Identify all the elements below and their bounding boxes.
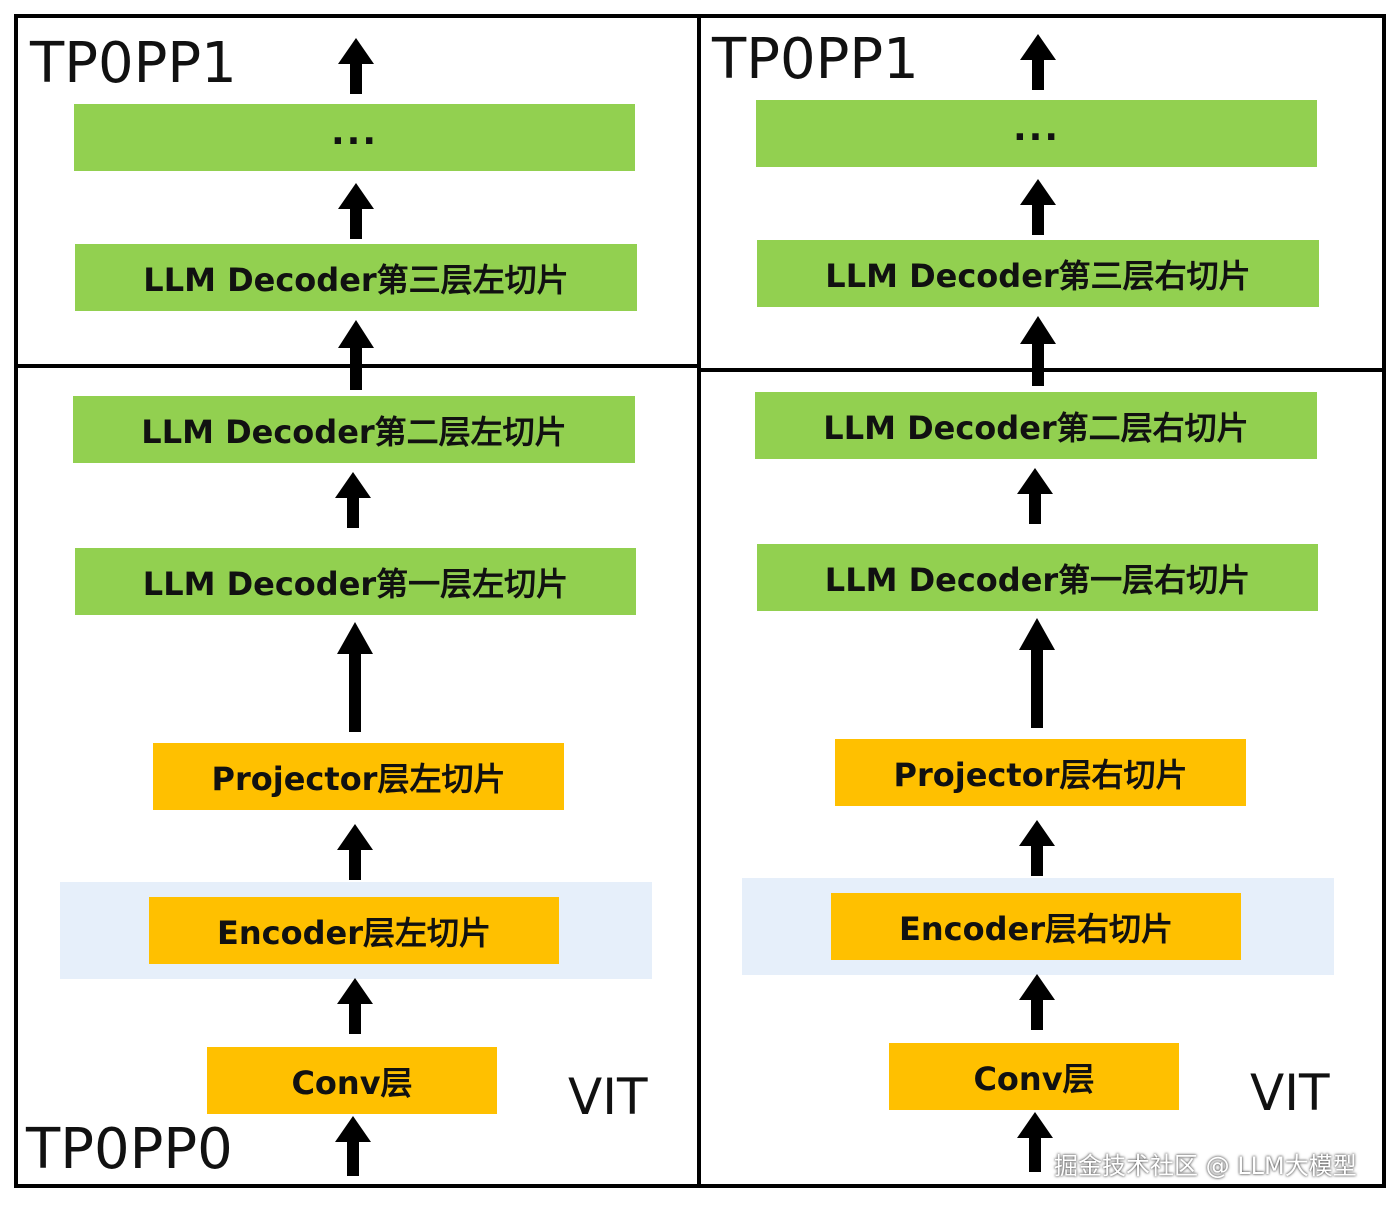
right-stage-top-label: TP0PP1 xyxy=(712,27,919,92)
right-vit-label: VIT xyxy=(1250,1064,1330,1122)
left-stage-top-label: TP0PP1 xyxy=(30,31,237,96)
right-encoder-block: Encoder层右切片 xyxy=(831,893,1241,960)
watermark: 掘金技术社区 @ LLM大模型 xyxy=(1054,1152,1357,1180)
column-divider xyxy=(697,14,701,1188)
arrow-up-icon xyxy=(1017,468,1053,524)
arrow-up-icon xyxy=(335,1116,371,1176)
arrow-up-icon xyxy=(335,472,371,528)
arrow-up-icon xyxy=(1019,974,1055,1030)
left-projector-block: Projector层左切片 xyxy=(153,743,564,810)
left-dots-block: ... xyxy=(74,104,635,171)
left-decoder2-block: LLM Decoder第二层左切片 xyxy=(73,396,635,463)
left-vit-label: VIT xyxy=(568,1068,648,1126)
left-conv-block: Conv层 xyxy=(207,1047,497,1114)
arrow-up-icon xyxy=(1020,179,1056,235)
right-decoder1-block: LLM Decoder第一层右切片 xyxy=(757,544,1318,611)
arrow-up-icon xyxy=(338,38,374,94)
arrow-up-icon xyxy=(1020,34,1056,90)
left-encoder-block: Encoder层左切片 xyxy=(149,897,559,964)
left-stage-bottom-label: TP0PP0 xyxy=(26,1117,233,1182)
arrow-up-icon xyxy=(337,978,373,1034)
arrow-up-icon xyxy=(1019,820,1055,876)
arrow-up-icon xyxy=(1020,316,1056,386)
right-conv-block: Conv层 xyxy=(889,1043,1179,1110)
arrow-up-icon xyxy=(338,320,374,390)
arrow-up-icon xyxy=(1019,618,1055,728)
arrow-up-icon xyxy=(337,622,373,732)
arrow-up-icon xyxy=(338,183,374,239)
right-decoder3-block: LLM Decoder第三层右切片 xyxy=(757,240,1319,307)
arrow-up-icon xyxy=(337,824,373,880)
right-decoder2-block: LLM Decoder第二层右切片 xyxy=(755,392,1317,459)
left-decoder3-block: LLM Decoder第三层左切片 xyxy=(75,244,637,311)
right-projector-block: Projector层右切片 xyxy=(835,739,1246,806)
right-dots-block: ... xyxy=(756,100,1317,167)
left-decoder1-block: LLM Decoder第一层左切片 xyxy=(75,548,636,615)
arrow-up-icon xyxy=(1017,1112,1053,1172)
